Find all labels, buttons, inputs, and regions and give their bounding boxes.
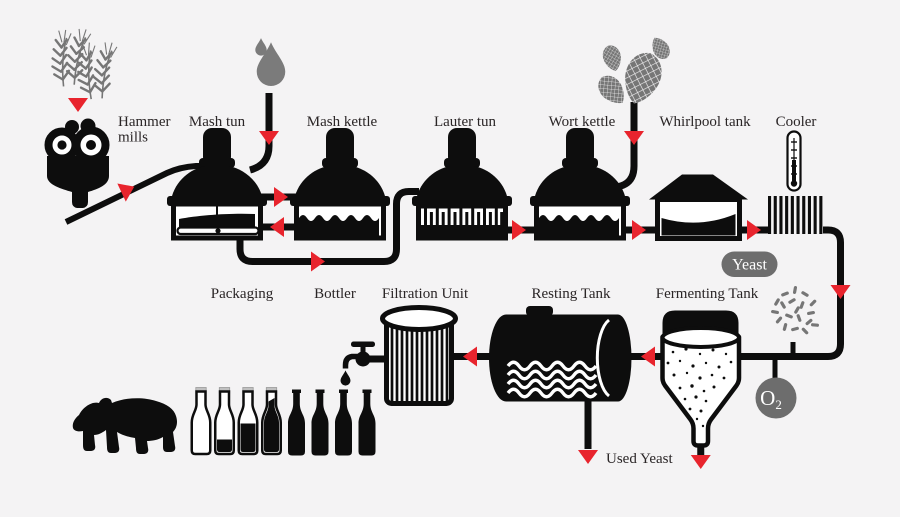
label-fermenting-tank: Fermenting Tank [656,286,759,302]
label-used-yeast: Used Yeast [606,451,674,467]
wort-kettle-vessel [530,128,630,238]
flow-arrow-grain-in [68,98,88,112]
flow-arrow-bypass [311,251,325,272]
yeast-cells-icon [771,286,819,335]
flow-arrow-whirlpool-out [747,220,761,240]
flow-arrow-to-filtration [463,346,477,367]
pipe-hops-inlet [616,102,638,191]
label-resting-tank: Resting Tank [531,286,611,302]
label-filtration-unit: Filtration Unit [382,286,469,302]
pipe-mill-chute [64,163,208,225]
bottle-half-fill [237,387,259,456]
flow-arrow-water-in [259,131,279,145]
label-bottler: Bottler [314,286,356,302]
bottle-low-fill [214,387,235,456]
fermenting-tank-vessel [660,310,742,448]
label-mash-tun: Mash tun [189,114,246,130]
mash-kettle-vessel [290,128,390,238]
bottle-row-icon [190,387,376,456]
flow-arrow-wort-out [632,220,646,240]
label-cooler: Cooler [776,114,817,130]
label-wort-kettle: Wort kettle [549,114,616,130]
pipe-water-inlet [248,93,273,174]
bottle-high-fill [261,387,282,456]
barley-grain-icon [47,27,119,102]
mash-tun-vessel [167,128,267,238]
flow-arrow-kettle-return [270,217,284,237]
flow-arrow-to-resting [641,346,655,367]
label-whirlpool-tank: Whirlpool tank [659,114,751,130]
flow-arrow-resting-drain [578,450,598,464]
label-lauter-tun: Lauter tun [434,114,497,130]
fermenting-yeast-dots [666,347,733,428]
pipe-bypass-to-lauter [236,188,419,265]
label-packaging: Packaging [211,286,274,302]
flow-arrow-cooler-down [830,285,851,299]
cooler-heat-exchanger [768,196,823,234]
lauter-tun-vessel [412,128,512,238]
whirlpool-tank-vessel [649,174,748,241]
flow-arrow-lauter-out [512,220,526,240]
tap-icon [340,341,375,386]
yeast-badge-label: Yeast [732,257,767,274]
tap-drop-icon [340,370,351,386]
flow-arrow-hops-in [624,131,644,145]
filtration-unit-vessel [380,305,458,406]
bottle-empty [190,387,212,456]
resting-tank-vessel [489,306,632,402]
flow-arrow-mashtun-out [274,187,288,207]
bear-silhouette-icon [72,397,177,454]
oxygen-badge: O2 [755,377,797,419]
hops-icon [593,33,674,110]
hammer-mill-icon [44,118,110,208]
water-drop-icon [255,38,286,86]
yeast-badge: Yeast [721,251,778,277]
oxygen-badge-label: O2 [760,386,782,412]
thermometer-icon [786,130,802,192]
label-mash-kettle: Mash kettle [307,114,378,130]
flow-arrow-used-yeast [690,455,711,469]
